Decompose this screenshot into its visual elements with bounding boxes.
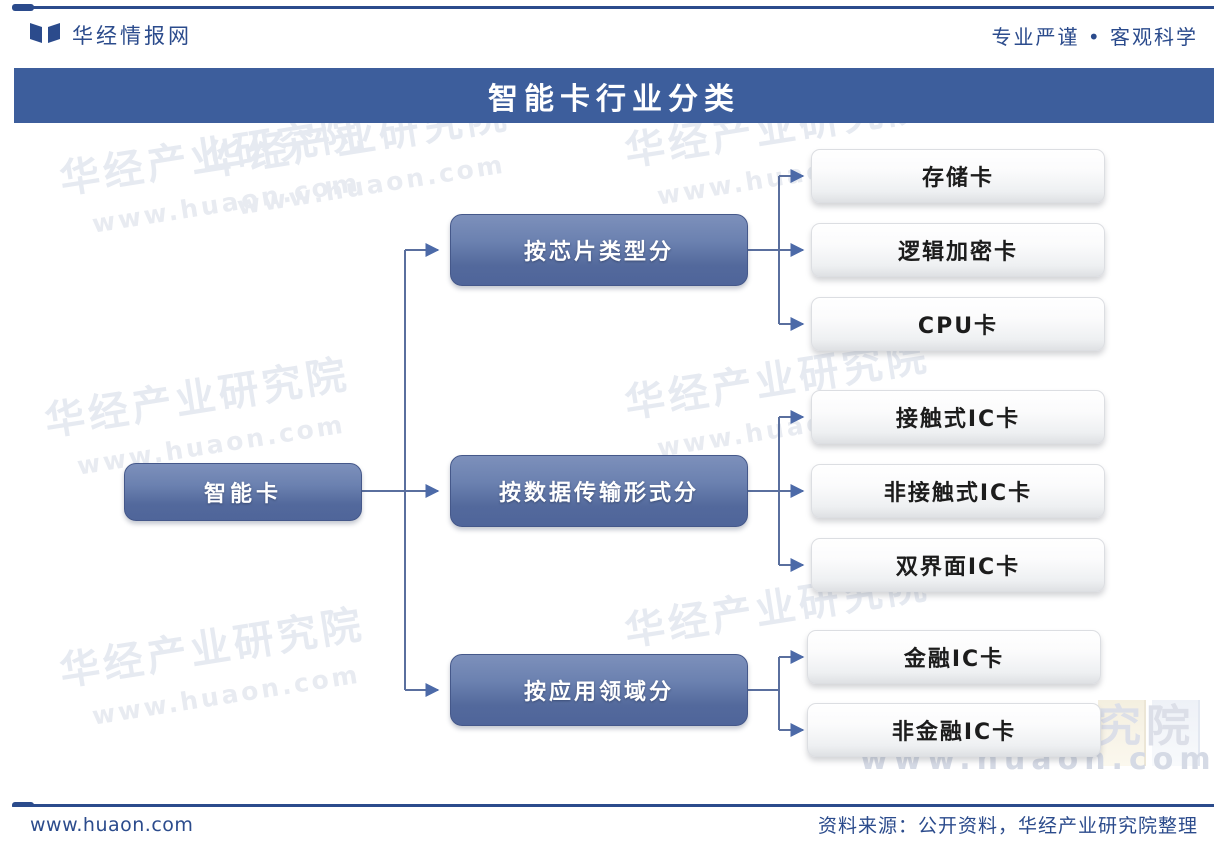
header-rule	[12, 4, 1214, 11]
diagram-node-branch-1[interactable]: 按芯片类型分	[450, 214, 748, 286]
diagram-leaf-3-2[interactable]: 非金融IC卡	[807, 703, 1101, 757]
node-label: 接触式IC卡	[895, 407, 1021, 432]
node-label: 逻辑加密卡	[897, 240, 1018, 265]
diagram-leaf-1-1[interactable]: 存储卡	[811, 149, 1105, 203]
huaon-book-logo-icon	[30, 21, 60, 49]
footer-rule	[12, 802, 1214, 809]
diagram-leaf-2-1[interactable]: 接触式IC卡	[811, 390, 1105, 444]
node-label: 金融IC卡	[903, 647, 1005, 672]
node-label: 非接触式IC卡	[883, 481, 1033, 506]
node-label: CPU卡	[917, 314, 999, 339]
header-slogan: 专业严谨 • 客观科学	[991, 24, 1198, 49]
diagram-leaf-2-3[interactable]: 双界面IC卡	[811, 538, 1105, 592]
diagram-leaf-3-1[interactable]: 金融IC卡	[807, 630, 1101, 684]
node-label: 存储卡	[921, 166, 994, 191]
footer-source: 资料来源：公开资料，华经产业研究院整理	[817, 815, 1198, 837]
node-label: 按芯片类型分	[523, 240, 674, 265]
diagram-leaf-2-2[interactable]: 非接触式IC卡	[811, 464, 1105, 518]
node-label: 智能卡	[203, 482, 282, 507]
brand-name: 华经情报网	[72, 24, 192, 48]
node-label: 按数据传输形式分	[498, 481, 699, 506]
node-label: 非金融IC卡	[891, 720, 1017, 745]
diagram-leaf-1-3[interactable]: CPU卡	[811, 297, 1105, 351]
page-footer: www.huaon.com 资料来源：公开资料，华经产业研究院整理	[0, 807, 1228, 848]
diagram-node-branch-2[interactable]: 按数据传输形式分	[450, 455, 748, 527]
diagram-leaf-1-2[interactable]: 逻辑加密卡	[811, 223, 1105, 277]
diagram-node-root[interactable]: 智能卡	[124, 463, 362, 521]
brand: 华经情报网	[30, 20, 192, 50]
diagram-node-branch-3[interactable]: 按应用领域分	[450, 654, 748, 726]
node-label: 双界面IC卡	[895, 555, 1021, 580]
page-header: 华经情报网 专业严谨 • 客观科学	[0, 9, 1228, 61]
footer-site-link[interactable]: www.huaon.com	[30, 813, 194, 836]
title-bar: 智能卡行业分类	[14, 68, 1214, 123]
node-label: 按应用领域分	[523, 680, 674, 705]
page-title: 智能卡行业分类	[488, 81, 740, 117]
